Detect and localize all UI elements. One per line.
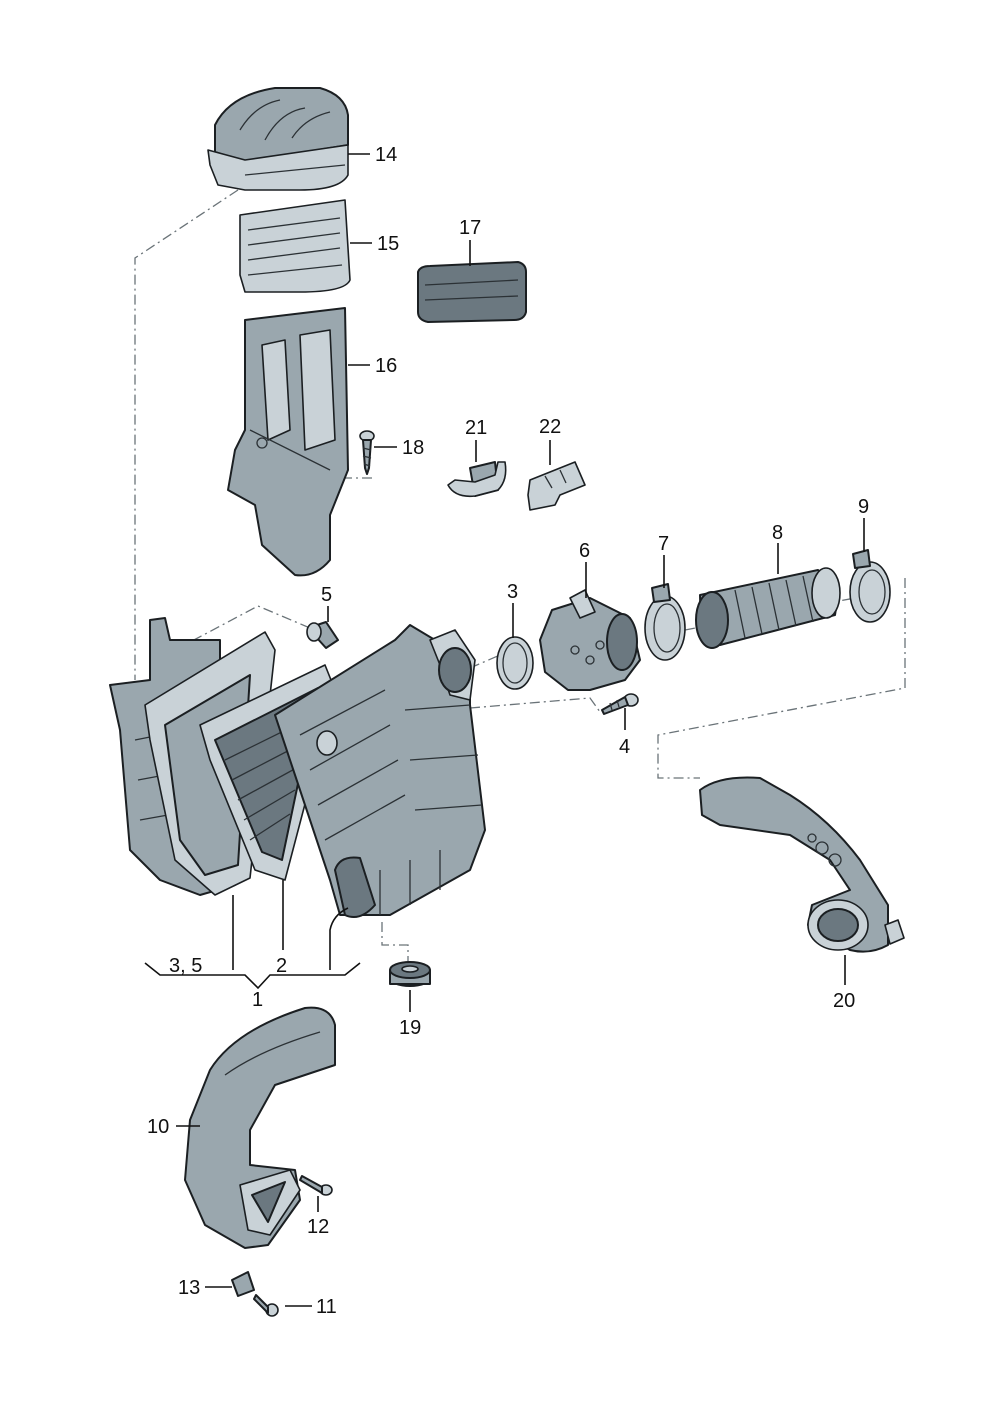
label-7: 7	[658, 533, 669, 555]
label-1: 1	[252, 989, 263, 1011]
label-17: 17	[459, 217, 481, 239]
part-16-air-duct	[227, 307, 349, 577]
label-3: 3	[507, 581, 518, 603]
part-13-clip	[231, 1271, 255, 1297]
label-20: 20	[833, 990, 855, 1012]
label-13: 13	[178, 1277, 200, 1299]
label-3-5: 3, 5	[169, 955, 202, 977]
part-21-clip	[447, 461, 507, 498]
label-8: 8	[772, 522, 783, 544]
label-6: 6	[579, 540, 590, 562]
label-22: 22	[539, 416, 561, 438]
part-22-bracket	[527, 461, 586, 511]
label-12: 12	[307, 1216, 329, 1238]
label-10: 10	[147, 1116, 169, 1138]
part-20-intake-elbow	[699, 776, 905, 953]
label-19: 19	[399, 1017, 421, 1039]
part-6-air-mass-meter	[539, 589, 641, 691]
part-17-filter-insert	[417, 261, 527, 323]
label-9: 9	[858, 496, 869, 518]
group-bracket	[144, 962, 361, 990]
part-10-lower-air-duct	[184, 1006, 336, 1249]
part-15-filter-element	[239, 199, 351, 293]
label-15: 15	[377, 233, 399, 255]
part-1-upper-housing	[274, 624, 486, 918]
part-9-hose-clamp	[849, 549, 891, 623]
part-8-intake-hose	[695, 567, 841, 649]
callout-labels: 14 15 17 16 18 21 22 5 3 6 7 8 9 4 3, 5 …	[147, 144, 869, 1318]
label-16: 16	[375, 355, 397, 377]
part-5-bolt	[306, 621, 339, 649]
part-4-screw	[601, 693, 639, 715]
part-7-hose-clamp	[644, 583, 686, 661]
part-14-intake-cover	[207, 87, 349, 191]
part-19-grommet	[389, 961, 431, 987]
leader-lines	[176, 153, 865, 1307]
part-11-screw	[253, 1294, 279, 1317]
label-4: 4	[619, 736, 630, 758]
label-21: 21	[465, 417, 487, 439]
part-12-screw	[299, 1175, 333, 1196]
label-2: 2	[276, 955, 287, 977]
label-14: 14	[375, 144, 397, 166]
part-3-o-ring	[496, 636, 534, 690]
part-18-screw	[359, 430, 375, 475]
label-11: 11	[316, 1296, 337, 1318]
label-5: 5	[321, 584, 332, 606]
label-18: 18	[402, 437, 424, 459]
